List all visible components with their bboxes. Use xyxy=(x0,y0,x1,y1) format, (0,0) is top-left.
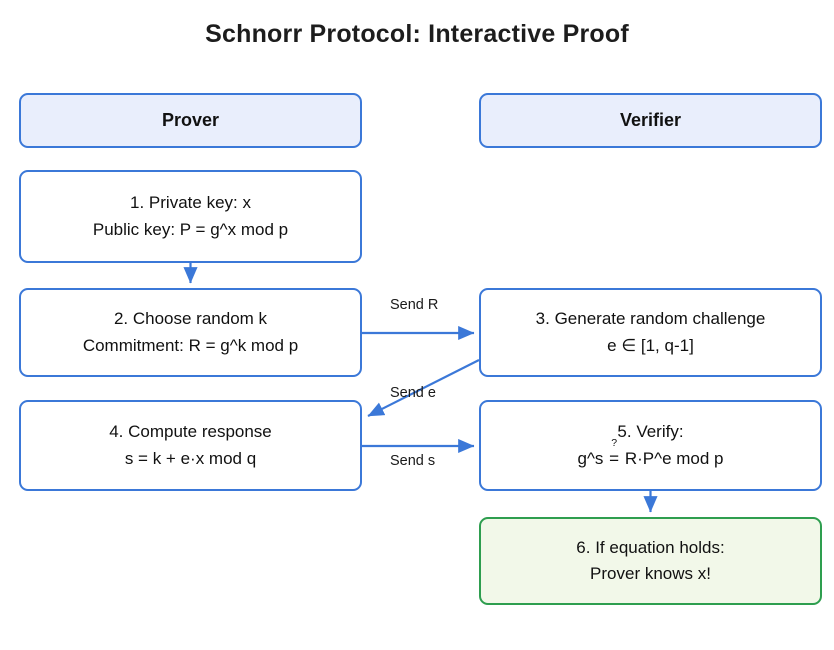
node-step-2-line-1: 2. Choose random k xyxy=(113,309,268,329)
node-step-6-line-2: Prover knows x! xyxy=(590,564,711,583)
node-step-1-line-1: 1. Private key: x xyxy=(130,193,251,213)
node-step-3[interactable]: 3. Generate random challenge e ∈ [1, q-1… xyxy=(479,288,822,377)
equals-glyph: = xyxy=(609,448,620,468)
verify-rhs: R·P^e mod p xyxy=(620,448,724,468)
column-header-prover-label: Prover xyxy=(161,109,220,130)
question-mark-glyph: ? xyxy=(611,436,618,449)
connector-label-send-e: Send e xyxy=(390,385,436,401)
node-step-1-line-2: Public key: P = g^x mod p xyxy=(92,219,289,239)
node-step-4-line-2: s = k + e·x mod q xyxy=(124,448,257,468)
connector-label-send-s: Send s xyxy=(390,453,436,469)
column-header-verifier[interactable]: Verifier xyxy=(479,93,822,148)
node-step-6[interactable]: 6. If equation holds: Prover knows x! xyxy=(479,517,822,605)
verify-lhs: g^s xyxy=(577,448,609,468)
node-step-5-line-2: g^s ?= R·P^e mod p xyxy=(577,438,724,472)
column-header-verifier-label: Verifier xyxy=(619,109,682,130)
node-step-3-line-1: 3. Generate random challenge xyxy=(535,309,766,329)
node-step-5[interactable]: 5. Verify: g^s ?= R·P^e mod p xyxy=(479,400,822,491)
connector-label-send-r: Send R xyxy=(390,297,439,313)
node-step-6-line-1: 6. If equation holds: xyxy=(576,537,725,557)
equals-question-icon: ?= xyxy=(608,438,620,472)
node-step-5-line-1: 5. Verify: xyxy=(617,422,684,442)
node-step-2[interactable]: 2. Choose random k Commitment: R = g^k m… xyxy=(19,288,362,377)
node-step-3-line-2: e ∈ [1, q-1] xyxy=(607,335,694,355)
node-step-1[interactable]: 1. Private key: x Public key: P = g^x mo… xyxy=(19,170,362,263)
column-header-prover[interactable]: Prover xyxy=(19,93,362,148)
node-step-4[interactable]: 4. Compute response s = k + e·x mod q xyxy=(19,400,362,491)
node-step-2-line-2: Commitment: R = g^k mod p xyxy=(82,335,299,355)
node-step-4-line-1: 4. Compute response xyxy=(109,422,272,442)
page-title: Schnorr Protocol: Interactive Proof xyxy=(205,20,629,48)
